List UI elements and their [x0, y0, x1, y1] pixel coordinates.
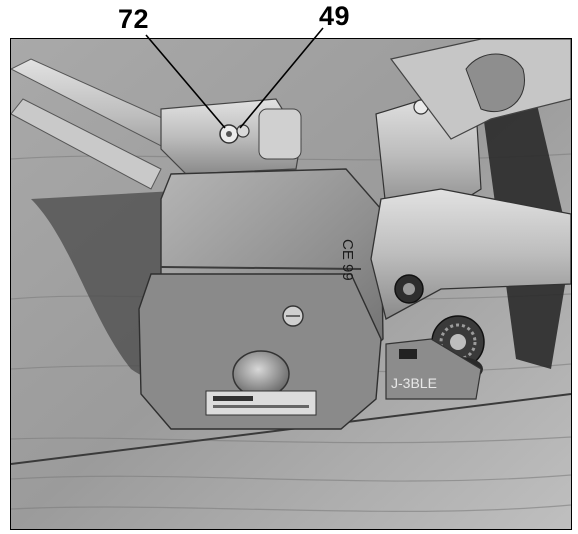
screw-72-center	[226, 131, 232, 137]
left-lever-rail	[11, 98, 162, 190]
callout-label-49: 49	[319, 1, 351, 31]
base-plate-tag	[399, 349, 417, 359]
ce-mark: CE 99	[339, 239, 356, 281]
label-sticker	[205, 390, 317, 416]
tool-photo-drawing: CE 99	[11, 39, 571, 529]
lever-cutout	[465, 53, 525, 113]
tool-photo: CE 99	[10, 38, 572, 530]
housing-seam	[160, 266, 362, 270]
nut-49	[236, 124, 250, 138]
callout-label-72: 72	[118, 4, 150, 34]
release-button	[232, 350, 290, 398]
handle-pivot-pin-center	[403, 283, 415, 295]
feed-wheel-hub	[450, 334, 466, 350]
label-sticker-line	[213, 405, 309, 408]
spring-block	[258, 108, 302, 160]
plate-code: J-3BLE	[391, 375, 437, 391]
label-sticker-logo	[213, 396, 253, 401]
